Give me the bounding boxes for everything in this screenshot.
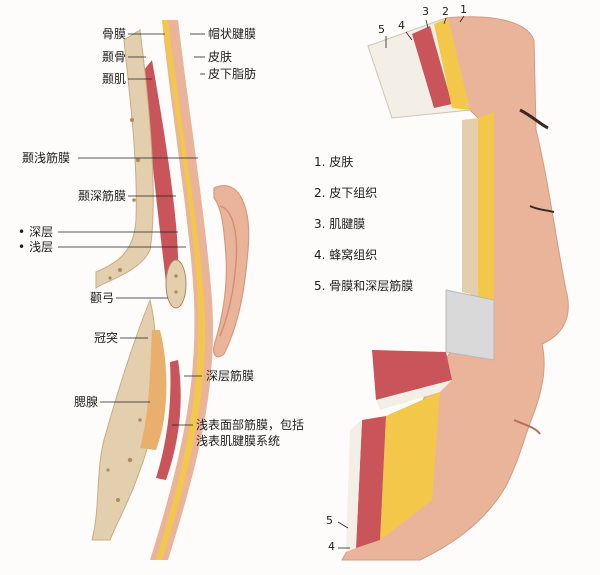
layer-number-3-top: 3: [422, 5, 429, 18]
layer-number-5-top: 5: [378, 23, 385, 36]
bottom-number-ticks: [337, 521, 350, 549]
legend-item-skin: 1. 皮肤: [314, 155, 354, 169]
top-number-ticks: [385, 15, 465, 48]
legend-item-subcutaneous: 2. 皮下组织: [314, 186, 378, 200]
zygomatic-arch-shape: [165, 259, 187, 309]
label-smas-line2: 浅表肌腱膜系统: [196, 434, 281, 448]
cheek-fascia-block: [445, 289, 495, 361]
ear-shape: [213, 185, 250, 358]
eye: [529, 205, 555, 213]
layer-number-2-top: 2: [442, 5, 449, 18]
label-superficial-layer: 浅层: [18, 240, 53, 254]
masseter-muscle-shape: [156, 360, 181, 480]
skin-layer: [150, 20, 213, 560]
lips: [513, 419, 541, 435]
label-skin: 皮肤: [208, 50, 233, 64]
eyebrow: [519, 108, 549, 130]
left-leader-lines: [58, 33, 198, 403]
legend-item-periosteum: 5. 骨膜和深层筋膜: [314, 279, 414, 293]
ear-fold: [219, 205, 238, 337]
mid-bone: [462, 118, 478, 296]
label-parotid-gland: 腮腺: [73, 395, 98, 409]
temporal-cross-section: [91, 20, 250, 560]
parotid-gland-shape: [140, 330, 167, 450]
layer-number-4-bottom: 4: [328, 540, 335, 553]
label-temporal-bone: 颞骨: [101, 50, 126, 64]
layer-number-5-bottom: 5: [326, 514, 333, 527]
legend-item-musculoaponeurotic: 3. 肌腱膜: [314, 217, 366, 231]
label-smas-line1: 浅表面部筋膜，包括: [196, 418, 305, 432]
lower-muscle: [356, 416, 386, 548]
right-leader-lines: [172, 33, 205, 426]
lower-fat: [380, 392, 440, 540]
temporal-bone-shape: [95, 29, 154, 289]
upper-fat: [434, 18, 470, 110]
legend-item-areolar: 4. 蜂窝组织: [314, 248, 378, 262]
layer-number-4-top: 4: [398, 19, 405, 32]
label-temporalis-muscle: 颞肌: [101, 72, 126, 86]
label-galea-aponeurotica: 帽状腱膜: [208, 27, 257, 41]
label-deep-layer: 深层: [18, 225, 53, 239]
label-zygomatic-arch: 颧弓: [89, 291, 114, 305]
bone-texture: [106, 118, 178, 502]
mid-channel: [478, 112, 494, 300]
lower-layers-cut: [372, 350, 452, 400]
face-profile: [341, 16, 569, 561]
upper-muscle: [412, 26, 452, 108]
label-superficial-temporal-fascia: 颞浅筋膜: [22, 151, 71, 165]
temporalis-muscle-shape: [144, 60, 178, 300]
label-subcutaneous-fat: 皮下脂肪: [208, 67, 257, 81]
layer-number-1-top: 1: [460, 3, 467, 16]
label-coronoid-process: 冠突: [93, 331, 118, 345]
label-deep-temporal-fascia: 颞深筋膜: [77, 189, 126, 203]
lower-bone-strip: [346, 420, 362, 552]
lower-fascia: [376, 380, 452, 410]
label-deep-fascia: 深层筋膜: [206, 369, 255, 383]
label-periosteum: 骨膜: [101, 27, 126, 41]
